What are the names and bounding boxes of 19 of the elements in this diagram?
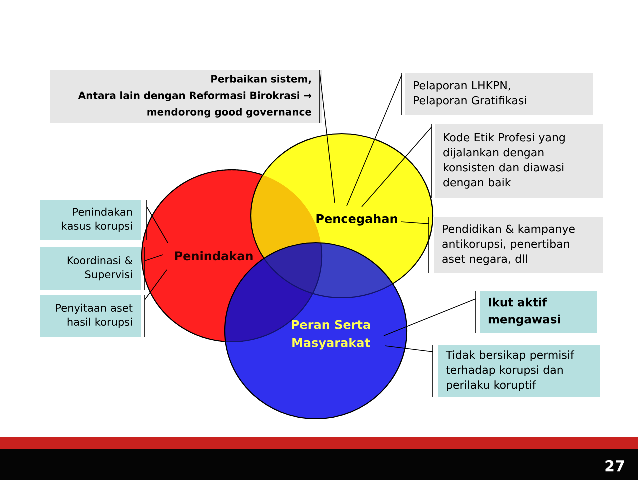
page-number: 27 xyxy=(606,460,624,472)
note-box: Koordinasi & Supervisi xyxy=(40,247,141,290)
note-box: Penyitaan aset hasil korupsi xyxy=(40,295,141,337)
note-box: Pelaporan LHKPN, Pelaporan Gratifikasi xyxy=(405,73,593,115)
note-box: Tidak bersikap permisif terhadap korupsi dan perilaku koruptif xyxy=(438,345,600,397)
note-box: Penindakan kasus korupsi xyxy=(40,200,141,240)
note-box: Kode Etik Profesi yang dijalankan dengan konsisten dan diawasi dengan baik xyxy=(435,124,603,198)
leader-line xyxy=(346,72,402,206)
note-box: Pendidikan & kampanye antikorupsi, penertiban aset negara, dll xyxy=(434,217,603,273)
leader-line xyxy=(384,290,476,336)
leader-line xyxy=(144,246,164,290)
leader-line xyxy=(146,200,168,244)
leader-line xyxy=(400,216,430,274)
note-box: Perbaikan sistem, Antara lain dengan Reformasi Birokrasi → mendorong good governance xyxy=(50,70,322,123)
note-box: Ikut aktif mengawasi xyxy=(480,291,597,333)
leader-line xyxy=(362,124,432,208)
leader-line xyxy=(384,344,434,398)
leader-line xyxy=(320,70,336,204)
leader-line xyxy=(144,270,168,338)
